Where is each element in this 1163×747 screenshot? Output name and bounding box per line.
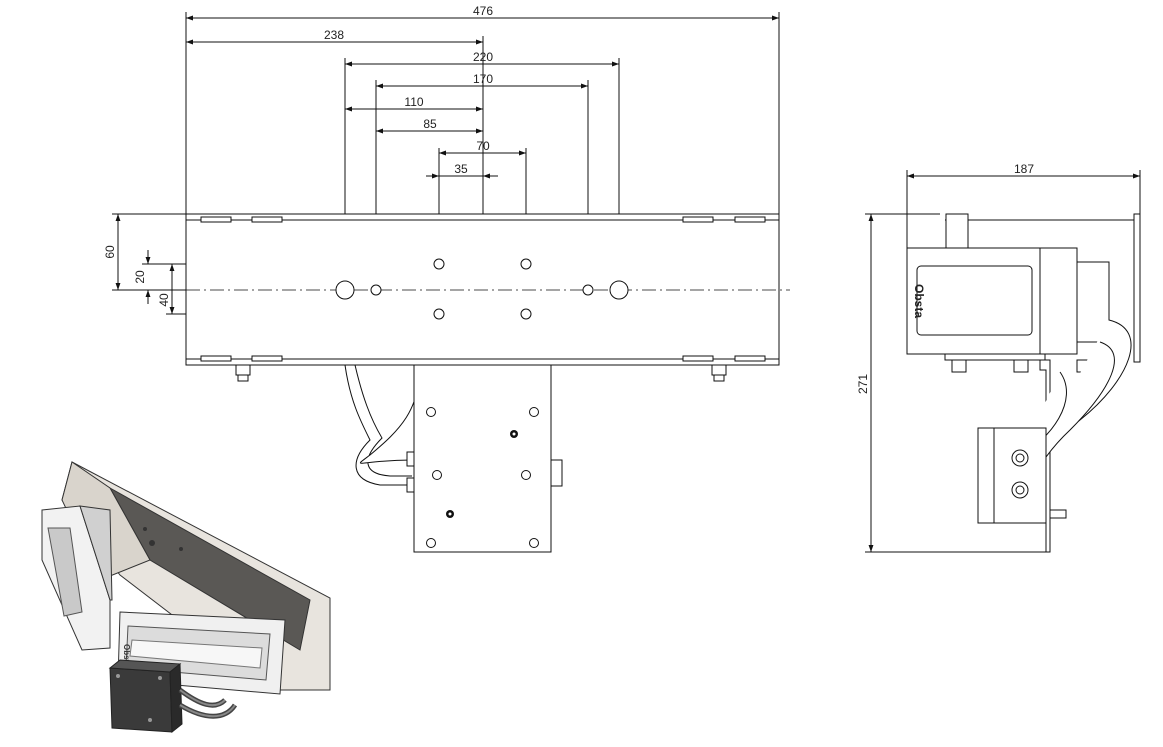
dim-110: 110 [404,95,423,109]
dimension-labels: 476 238 220 170 110 85 70 35 60 20 40 [103,4,493,307]
iso-brand-label: Obsta [122,644,131,667]
front-view: 476 238 220 170 110 85 70 35 60 20 40 [103,4,790,553]
dim-20: 20 [133,270,147,284]
side-extension-lines [865,170,1141,553]
dim-220: 220 [473,50,493,64]
dim-476: 476 [473,4,493,18]
dim-187: 187 [1014,162,1034,176]
side-brand-label: Obsta [912,284,926,318]
dim-35: 35 [454,162,468,176]
dim-70: 70 [476,139,490,153]
mounting-plate [185,213,790,382]
isometric-view: Obsta [41,461,331,734]
dim-170: 170 [473,72,493,86]
junction-box [406,364,563,553]
dim-60: 60 [103,245,117,259]
side-junction-box [977,427,1067,524]
lamp-housing: Obsta [906,247,1110,355]
dim-271: 271 [856,374,870,394]
dim-85: 85 [423,117,437,131]
dimension-lines [115,15,779,314]
dim-40: 40 [157,293,171,307]
dim-238: 238 [324,28,344,42]
cables [344,364,421,486]
side-view: 187 271 Obsta [856,162,1141,553]
